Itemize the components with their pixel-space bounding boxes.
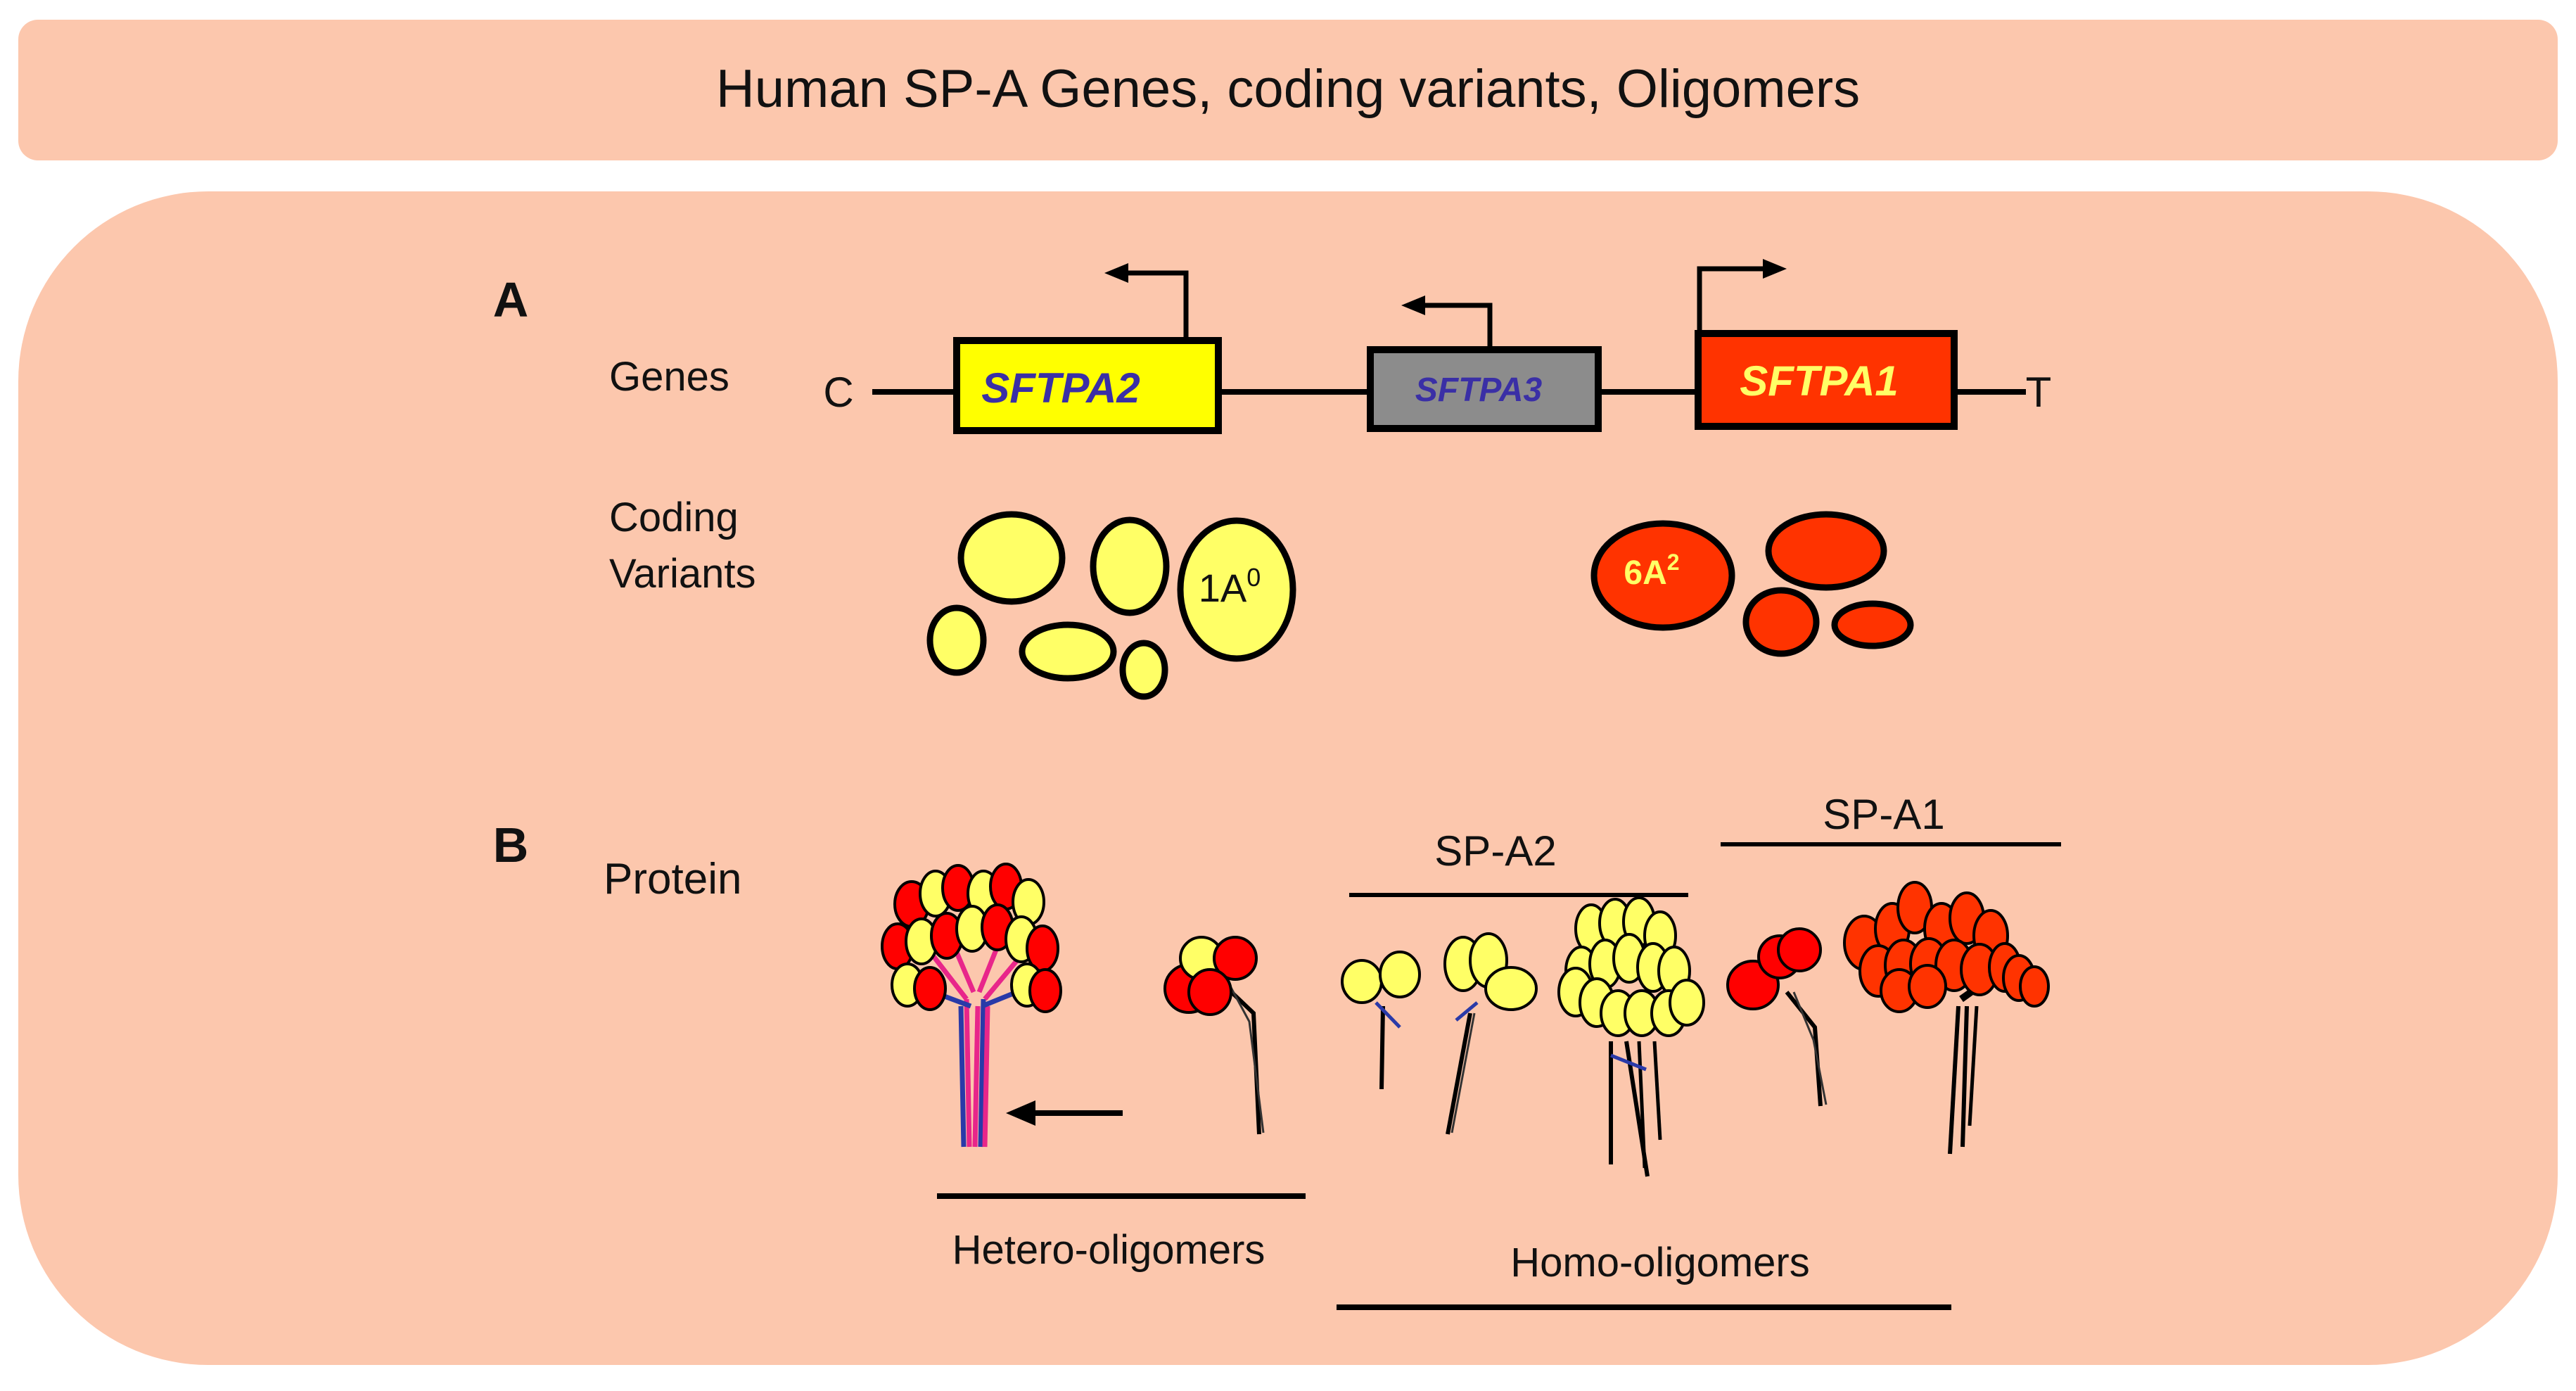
sftpa1-variant-ellipse bbox=[1831, 600, 1914, 649]
variant-label-1a0: 1A0 bbox=[1199, 563, 1261, 610]
sftpa2-variant-cluster bbox=[926, 511, 1296, 700]
gene-box-sftpa2 bbox=[953, 337, 1222, 434]
sftpa2-variant-ellipse bbox=[1019, 621, 1117, 682]
sftpa1-variant-ellipse bbox=[1742, 587, 1820, 657]
sftpa1-direction-arrow bbox=[1697, 266, 1766, 334]
protein-label: Protein bbox=[604, 855, 741, 903]
sftpa2-direction-arrow bbox=[1126, 270, 1189, 341]
diagram-title: Human SP-A Genes, coding variants, Oligo… bbox=[716, 59, 1860, 119]
sftpa2-variant-1a0 bbox=[1177, 517, 1296, 662]
coding-label-line1: Coding bbox=[609, 495, 739, 540]
gene-box-sftpa1 bbox=[1695, 330, 1958, 430]
coding-label-line2: Variants bbox=[609, 551, 755, 597]
sftpa2-variant-ellipse bbox=[926, 604, 987, 676]
sftpa2-arrowhead bbox=[1104, 263, 1128, 283]
title-banner bbox=[18, 20, 2558, 160]
sp-a2-trimer bbox=[1341, 951, 1421, 1090]
sftpa3-direction-arrow bbox=[1422, 303, 1493, 350]
gene-label-sftpa2: SFTPA2 bbox=[981, 364, 1140, 412]
sftpa2-variant-ellipse bbox=[957, 511, 1066, 605]
hetero-oligomers-label: Hetero-oligomers bbox=[952, 1227, 1265, 1273]
panel-b-letter: B bbox=[493, 818, 529, 872]
sftpa2-variant-ellipse bbox=[1119, 640, 1168, 700]
hetero-oligomer-heads bbox=[881, 863, 1062, 1013]
sftpa1-variant-6a2 bbox=[1590, 520, 1735, 631]
sp-a1-octadecamer bbox=[1843, 881, 2050, 1155]
sftpa1-variant-ellipse bbox=[1765, 511, 1887, 591]
sftpa2-variant-ellipse bbox=[1090, 516, 1170, 616]
sp-a2-octadecamer bbox=[1557, 896, 1705, 1177]
variant-label-6a2: 6A2 bbox=[1624, 550, 1679, 592]
sftpa1-variant-cluster bbox=[1590, 511, 1914, 657]
sp-a1-trimer bbox=[1726, 927, 1828, 1107]
panel-a-letter: A bbox=[493, 272, 529, 327]
assembly-arrowhead bbox=[1006, 1100, 1035, 1126]
genes-label: Genes bbox=[609, 354, 729, 400]
chromosome-c-end: C bbox=[823, 369, 853, 416]
sp-a2-hexamer bbox=[1443, 932, 1538, 1135]
gene-box-sftpa3 bbox=[1367, 346, 1602, 432]
gene-label-sftpa3: SFTPA3 bbox=[1415, 371, 1543, 409]
main-panel bbox=[18, 191, 2558, 1365]
sp-a1-label: SP-A1 bbox=[1823, 791, 1944, 838]
chromosome-t-end: T bbox=[2026, 369, 2052, 416]
homo-oligomers-label: Homo-oligomers bbox=[1510, 1240, 1809, 1285]
hetero-trimer bbox=[1163, 936, 1265, 1135]
sftpa1-arrowhead bbox=[1763, 259, 1787, 279]
hetero-oligomer-large bbox=[881, 863, 1062, 1148]
sp-a2-label: SP-A2 bbox=[1434, 827, 1556, 875]
sftpa3-arrowhead bbox=[1401, 296, 1425, 315]
gene-label-sftpa1: SFTPA1 bbox=[1740, 357, 1899, 405]
